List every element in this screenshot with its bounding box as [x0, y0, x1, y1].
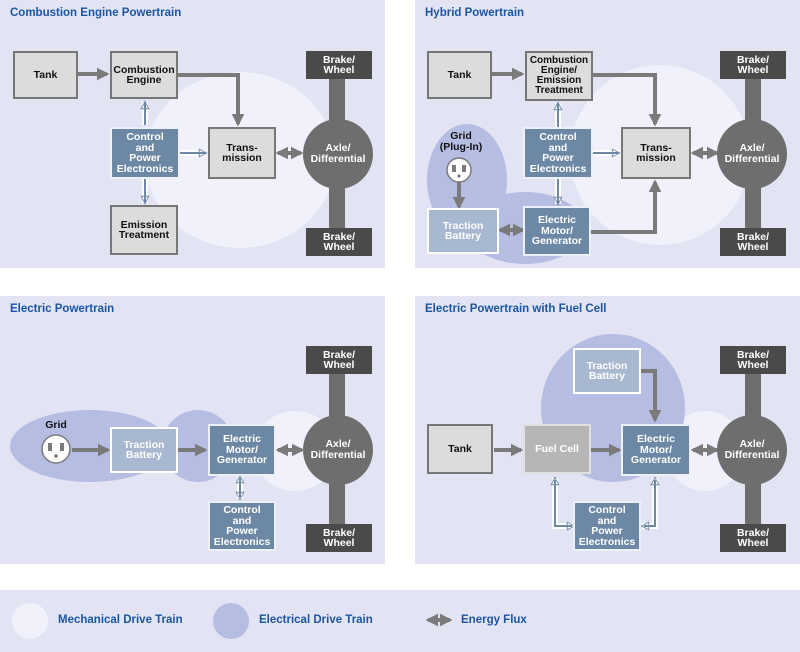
brake-wheel-top: Brake/ Wheel	[720, 51, 786, 79]
brake-wheel-bottom: Brake/ Wheel	[306, 524, 372, 552]
traction-battery-box: Traction Battery	[573, 348, 641, 394]
combustion-panel: Combustion Engine Powertrain Tank Combus…	[0, 0, 385, 268]
brake-wheel-top: Brake/ Wheel	[306, 51, 372, 79]
control-electronics-box: Control and Power Electronics	[573, 501, 641, 551]
traction-battery-box: Traction Battery	[427, 208, 499, 254]
panel-title: Electric Powertrain	[10, 303, 115, 315]
panel-title: Electric Powertrain with Fuel Cell	[425, 303, 607, 315]
electric-motor-box: Electric Motor/ Generator	[523, 206, 591, 256]
fuelcell-panel: Electric Powertrain with Fuel Cell Tank …	[415, 296, 800, 564]
axle-differential: Axle/ Differential	[303, 415, 373, 485]
axle-differential: Axle/ Differential	[303, 119, 373, 189]
electrical-legend-swatch	[213, 603, 249, 639]
legend: Mechanical Drive Train Electrical Drive …	[0, 590, 800, 652]
plug-outlet-icon	[41, 434, 71, 464]
energy-flux-legend-label: Energy Flux	[461, 614, 527, 626]
axle-differential: Axle/ Differential	[717, 415, 787, 485]
fuel-cell-box: Fuel Cell	[523, 424, 591, 474]
transmission-box: Trans- mission	[621, 127, 691, 179]
brake-wheel-bottom: Brake/ Wheel	[720, 524, 786, 552]
energy-flux-arrow-icon	[425, 613, 453, 627]
brake-wheel-top: Brake/ Wheel	[306, 346, 372, 374]
tank-box: Tank	[13, 51, 78, 99]
brake-wheel-bottom: Brake/ Wheel	[720, 228, 786, 256]
panel-title: Hybrid Powertrain	[425, 7, 525, 19]
combustion-engine-box: Combustion Engine	[110, 51, 178, 99]
mechanical-legend-label: Mechanical Drive Train	[58, 614, 183, 626]
tank-box: Tank	[427, 424, 493, 474]
control-electronics-box: Control and Power Electronics	[208, 501, 276, 551]
axle-differential: Axle/ Differential	[717, 119, 787, 189]
control-electronics-box: Control and Power Electronics	[523, 127, 593, 179]
panel-title: Combustion Engine Powertrain	[10, 7, 182, 19]
emission-treatment-box: Emission Treatment	[110, 205, 178, 255]
grid-label: Grid	[45, 419, 67, 431]
combustion-engine-box: Combustion Engine/ Emission Treatment	[525, 51, 593, 101]
grid-label: Grid (Plug-In)	[439, 130, 483, 153]
tank-box: Tank	[427, 51, 492, 99]
brake-wheel-top: Brake/ Wheel	[720, 346, 786, 374]
mechanical-legend-swatch	[12, 603, 48, 639]
electrical-legend-label: Electrical Drive Train	[259, 614, 373, 626]
transmission-box: Trans- mission	[208, 127, 276, 179]
brake-wheel-bottom: Brake/ Wheel	[306, 228, 372, 256]
plug-outlet-icon	[446, 157, 472, 183]
electric-motor-box: Electric Motor/ Generator	[208, 424, 276, 476]
traction-battery-box: Traction Battery	[110, 427, 178, 473]
electric-motor-box: Electric Motor/ Generator	[621, 424, 691, 476]
electric-panel: Electric Powertrain Grid Traction Batter…	[0, 296, 385, 564]
control-electronics-box: Control and Power Electronics	[110, 127, 180, 179]
hybrid-panel: Hybrid Powertrain Tank Combustion Engine…	[415, 0, 800, 268]
